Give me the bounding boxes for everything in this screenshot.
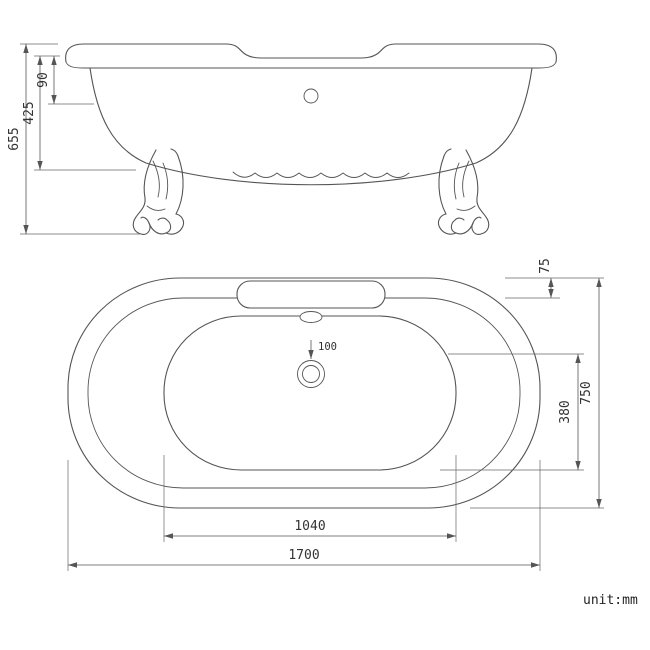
dim-basin-length: 1040 [163,455,457,542]
rim-width-label: 75 [538,258,553,274]
tub-rim-underside [65,61,557,69]
plan-overflow [299,311,323,323]
dim-tub-height: 425 [22,55,136,171]
dim-rim-drop: 90 [36,56,94,105]
rim-drop-label: 90 [36,72,51,88]
tub-skirt-ornament [232,171,410,178]
plan-inner-rim [87,297,521,489]
dim-overall-height: 655 [7,43,140,235]
dim-rim-width: 75 [505,258,604,299]
plan-basin [163,315,457,471]
bathtub-plan-view: 100 75 380 750 1040 [67,258,604,571]
center-to-edge-label: 380 [558,400,573,423]
bathtub-side-view: 655 425 90 [7,43,557,235]
claw-foot-right [437,148,490,235]
claw-foot-left [132,148,185,235]
plan-outer-rim [67,277,541,509]
dim-drain-diameter: 100 [308,340,337,359]
basin-length-label: 1040 [294,519,325,534]
plan-headrest-deck [236,280,386,309]
tub-rim-top-edge [65,43,557,63]
overall-length-label: 1700 [288,548,319,563]
overall-height-label: 655 [7,127,22,150]
drain-diameter-label: 100 [318,341,337,353]
unit-label: unit:mm [583,593,638,608]
dim-overall-length: 1700 [67,460,541,571]
dim-overall-width: 750 [470,278,604,509]
tub-height-label: 425 [22,101,37,124]
overflow-knob [303,88,319,104]
tub-body-outline [89,67,533,186]
overall-width-label: 750 [579,381,594,404]
plan-drain [297,360,325,388]
dim-center-to-edge: 380 [440,353,584,471]
